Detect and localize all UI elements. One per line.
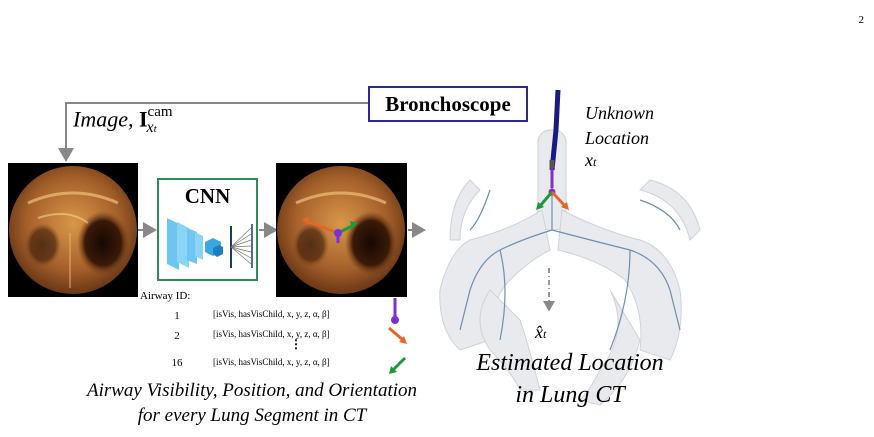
estimated-caption-1: Estimated Location	[476, 350, 664, 376]
airway-vector-ellipsis: ⋮	[290, 337, 302, 351]
page-number: 2	[858, 14, 865, 26]
lung-airway-tree	[439, 90, 701, 406]
image-symbol: I	[138, 106, 148, 132]
feedback-line	[58, 102, 368, 162]
cnn-box: CNN	[157, 178, 258, 281]
airway-id-1: 1	[174, 310, 180, 322]
unknown-t: t	[593, 155, 597, 169]
bronchoscope-box: Bronchoscope	[368, 86, 528, 122]
image-subscript-x: x	[146, 118, 154, 136]
estimated-x: x̂	[535, 322, 543, 342]
airway-id-2: 2	[174, 330, 180, 342]
image-superscript: cam	[147, 104, 173, 120]
input-bronchoscopic-image	[8, 163, 138, 297]
airway-orientation-arrows	[388, 298, 407, 374]
estimated-t: t	[543, 327, 547, 341]
airway-id-16: 16	[171, 357, 183, 369]
unknown-x: x	[585, 150, 593, 170]
unknown-label-1: Unknown	[585, 103, 654, 123]
image-label: Image, Icamxt	[73, 104, 173, 137]
image-subscript-t: t	[153, 122, 157, 135]
caption-line-2: for every Lung Segment in CT	[137, 405, 367, 426]
estimated-caption-2: in Lung CT	[515, 382, 625, 408]
airway-id-header: Airway ID:	[140, 290, 191, 302]
unknown-label-2: Location	[585, 128, 650, 148]
cnn-layers-icon	[167, 218, 253, 270]
airway-vector-1: [isVis, hasVisChild, x, y, z, α, β]	[213, 309, 330, 319]
cnn-title: CNN	[184, 184, 231, 208]
airway-vector-2: [isVis, hasVisChild, x, y, z, α, β]	[213, 329, 330, 339]
caption-line-1: Airway Visibility, Position, and Orienta…	[86, 380, 418, 401]
airway-vector-16: [isVis, hasVisChild, x, y, z, α, β]	[213, 357, 330, 367]
image-label-prefix: Image,	[73, 106, 134, 132]
output-bronchoscopic-image	[276, 163, 407, 297]
